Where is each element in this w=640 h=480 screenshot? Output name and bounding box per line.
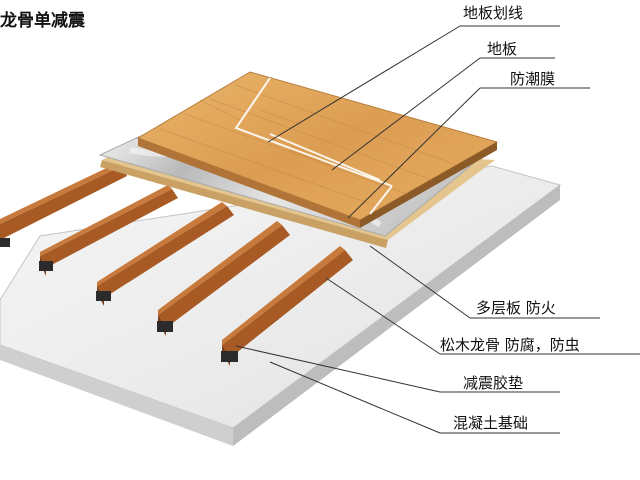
keel-1 bbox=[0, 162, 127, 247]
label-pine-keel: 松木龙骨 防腐，防虫 bbox=[440, 336, 580, 354]
floor-marking-lines bbox=[234, 77, 393, 215]
label-floor: 地板 bbox=[487, 40, 518, 58]
leader-moisture-film bbox=[347, 87, 481, 219]
leader-floor bbox=[331, 57, 481, 171]
label-concrete: 混凝土基础 bbox=[453, 414, 529, 432]
leader-lines bbox=[235, 25, 640, 434]
keel-2 bbox=[39, 185, 178, 276]
keel-5 bbox=[221, 246, 353, 366]
keel-3 bbox=[96, 202, 234, 306]
label-plywood: 多层板 防火 bbox=[476, 299, 556, 317]
leader-plywood bbox=[369, 245, 471, 319]
pine-keels bbox=[0, 162, 353, 366]
diagram-title: 龙骨单减震 bbox=[0, 11, 85, 31]
label-floor-line: 地板划线 bbox=[463, 4, 524, 22]
leader-pine-keel bbox=[325, 277, 441, 355]
keel-4 bbox=[157, 221, 290, 336]
leader-floor-line bbox=[267, 25, 461, 143]
wood-grain bbox=[159, 84, 458, 209]
label-moisture-film: 防潮膜 bbox=[510, 70, 556, 88]
leader-concrete bbox=[269, 361, 441, 434]
label-rubber-pad: 减震胶垫 bbox=[463, 374, 524, 392]
leader-rubber-pad bbox=[235, 345, 441, 393]
wood-floor bbox=[136, 71, 499, 228]
